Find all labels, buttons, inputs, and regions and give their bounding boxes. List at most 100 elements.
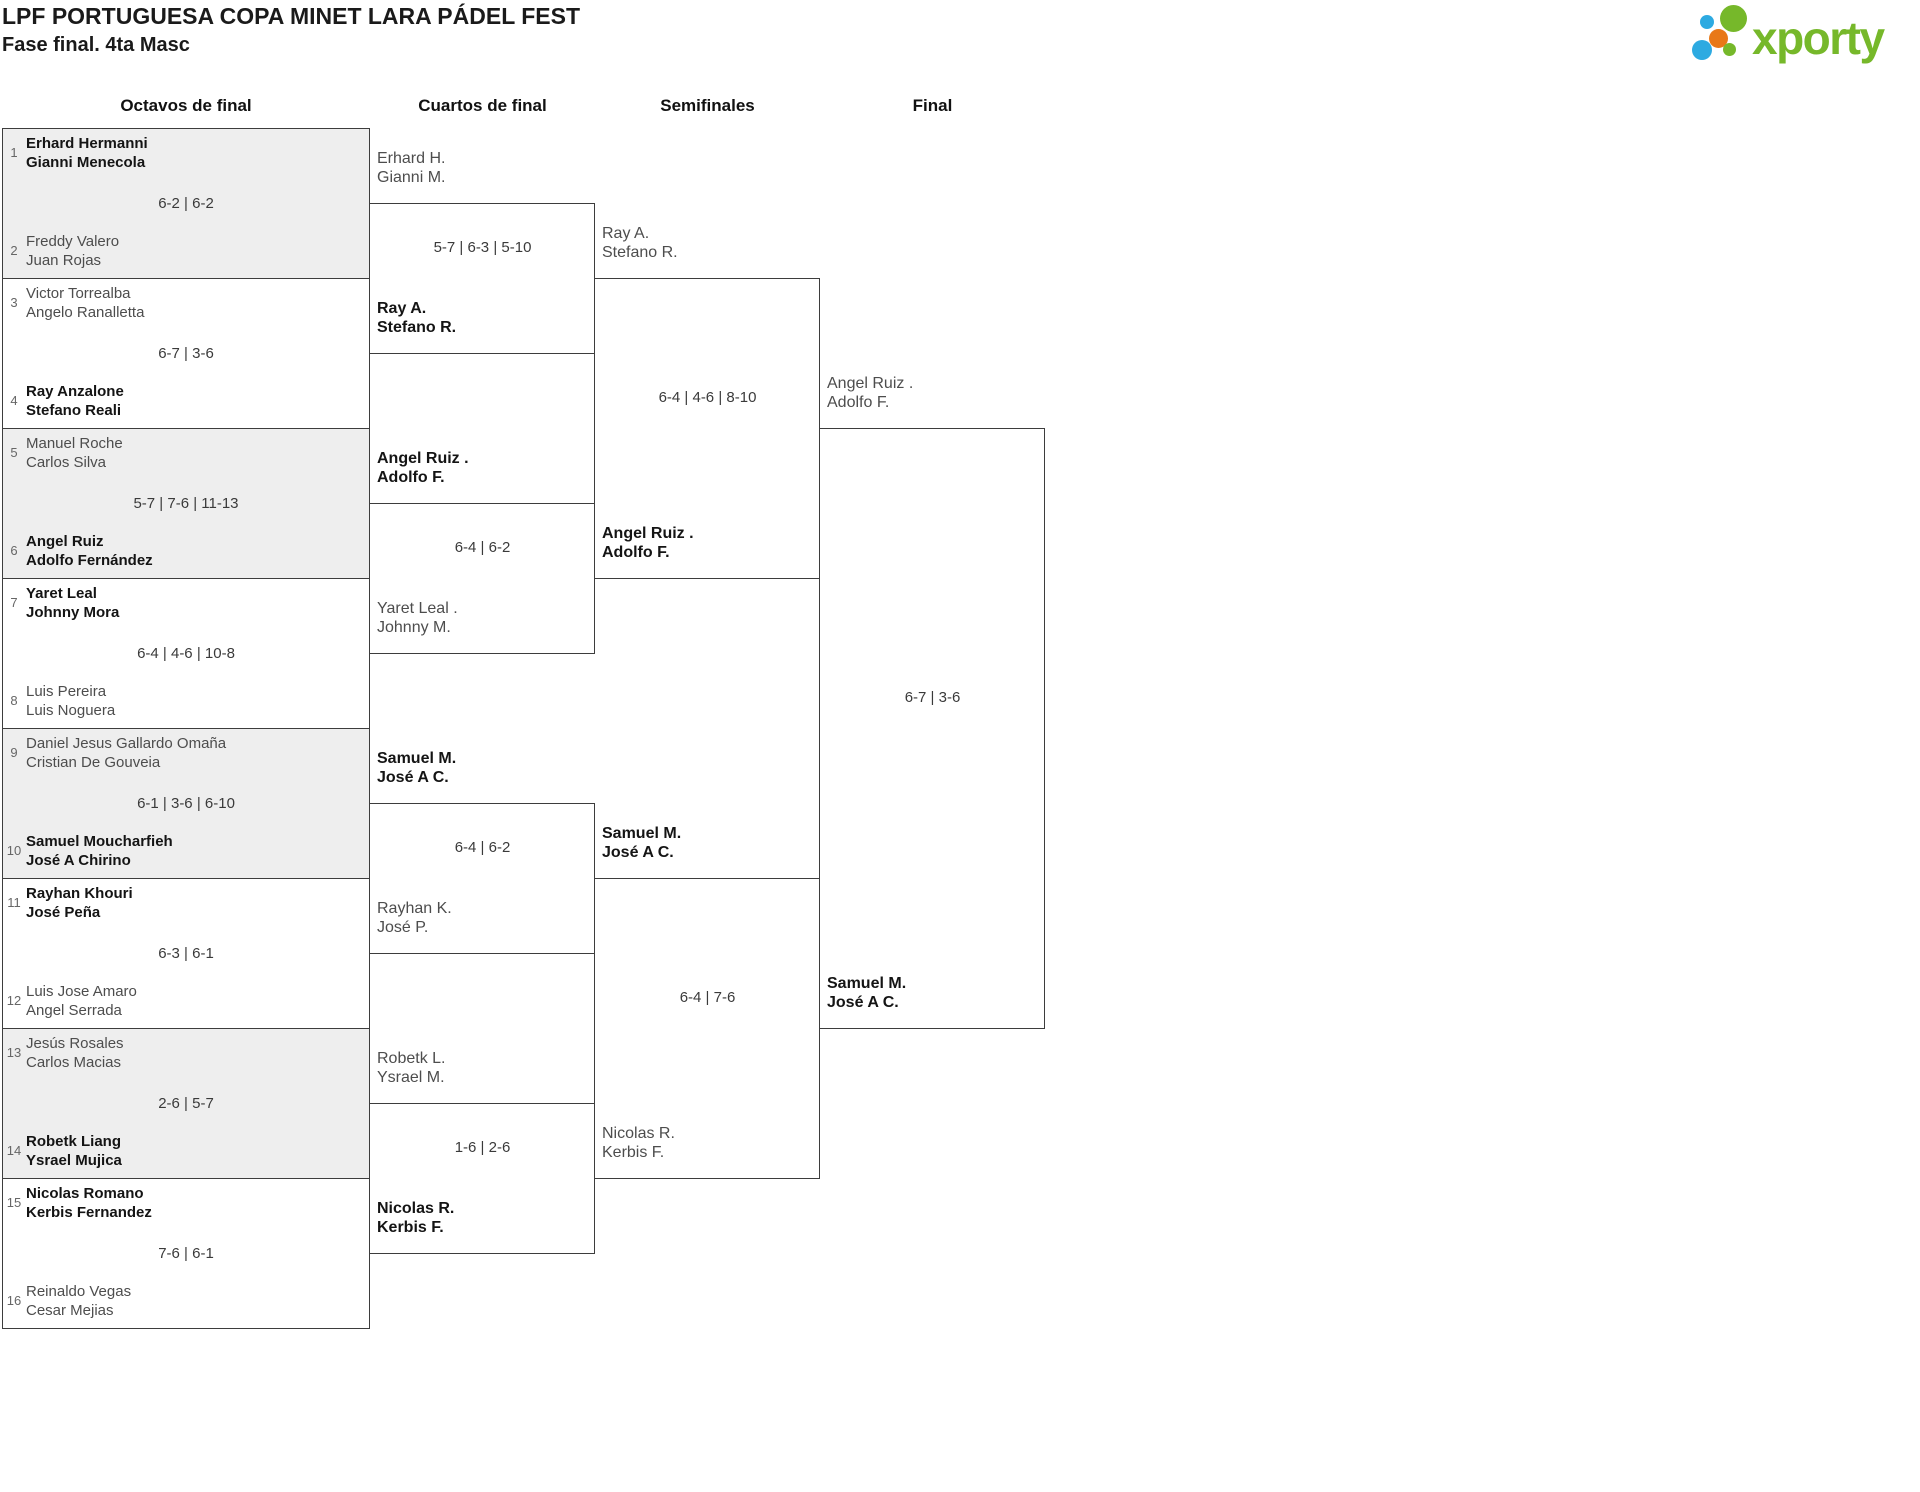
logo-dot-blue-large-icon xyxy=(1692,40,1712,60)
seed-number: 8 xyxy=(10,693,18,708)
match-box-octavos-6 xyxy=(2,878,370,1029)
seed-number: 16 xyxy=(6,1293,22,1308)
player-name: Samuel Moucharfieh xyxy=(26,833,173,850)
round-header-octavos: Octavos de final xyxy=(120,96,252,115)
player-name: Samuel M. xyxy=(827,975,907,992)
player-name: Ysrael Mujica xyxy=(26,1152,122,1169)
player-name: Manuel Roche xyxy=(26,435,123,452)
match-score: 6-4 | 4-6 | 8-10 xyxy=(658,389,757,406)
player-name: Samuel M. xyxy=(602,825,682,842)
team-name: Nicolas R. Kerbis F. xyxy=(377,1199,454,1237)
player-name: Freddy Valero xyxy=(26,233,120,250)
player-name: Robetk L. xyxy=(377,1050,446,1067)
seed-number: 4 xyxy=(10,393,18,408)
team-name: Erhard H. Gianni M. xyxy=(377,149,445,187)
match-score: 6-4 | 6-2 xyxy=(454,539,511,556)
player-name: Rayhan Khouri xyxy=(26,885,133,902)
player-name: Kerbis Fernandez xyxy=(26,1204,152,1221)
team-name: Angel Ruiz .Adolfo F. xyxy=(602,524,694,562)
seed-number: 13 xyxy=(6,1045,22,1060)
team-name: Ray A.Stefano R. xyxy=(377,299,456,337)
player-name: Samuel M. xyxy=(377,750,457,767)
player-name: Cesar Mejias xyxy=(26,1302,114,1319)
player-name: Nicolas R. xyxy=(602,1125,675,1142)
seed-number: 14 xyxy=(6,1143,22,1158)
logo-dot-orange-icon xyxy=(1709,29,1728,48)
player-name: Ray A. xyxy=(602,225,650,242)
match-score: 6-3 | 6-1 xyxy=(158,945,214,962)
player-name: José P. xyxy=(377,919,429,936)
team-name: Nicolas R. Kerbis F. xyxy=(602,1124,675,1162)
player-name: Angel Ruiz . xyxy=(602,525,694,542)
page-title: LPF PORTUGUESA COPA MINET LARA PÁDEL FES… xyxy=(2,3,580,29)
team-name: Samuel M. José A C. xyxy=(377,749,456,787)
player-name: Cristian De Gouveia xyxy=(26,754,161,771)
player-name: Nicolas R. xyxy=(377,1200,455,1217)
player-name: Yaret Leal xyxy=(26,585,97,602)
team-name: Yaret Leal . Johnny M. xyxy=(377,599,458,637)
player-name: Nicolas Romano xyxy=(26,1185,144,1202)
player-name: Ray Anzalone xyxy=(26,383,124,400)
seed-number: 1 xyxy=(10,145,18,160)
player-name: Angel Ruiz . xyxy=(377,450,469,467)
logo-wordmark: xporty xyxy=(1752,12,1885,64)
player-name: Kerbis F. xyxy=(602,1144,665,1161)
player-name: Daniel Jesus Gallardo Omaña xyxy=(26,735,227,752)
player-name: José A C. xyxy=(377,769,449,786)
player-name: Rayhan K. xyxy=(377,900,452,917)
player-name: Reinaldo Vegas xyxy=(26,1283,132,1300)
match-box-octavos-7 xyxy=(2,1028,370,1179)
player-name: Erhard H. xyxy=(377,150,446,167)
player-name: Gianni M. xyxy=(377,169,446,186)
player-name: Adolfo Fernández xyxy=(26,552,153,569)
player-name: Jesús Rosales xyxy=(26,1035,124,1052)
seed-number: 10 xyxy=(6,843,22,858)
match-score: 7-6 | 6-1 xyxy=(158,1245,214,1262)
player-name: Erhard Hermanni xyxy=(26,135,148,152)
player-name: Johnny Mora xyxy=(26,604,120,621)
seed-number: 3 xyxy=(10,295,18,310)
match-score: 6-2 | 6-2 xyxy=(158,195,214,212)
round-header-final: Final xyxy=(912,96,953,115)
match-box-octavos-8 xyxy=(2,1178,370,1329)
match-score: 6-1 | 3-6 | 6-10 xyxy=(137,795,235,812)
logo-dot-blue-small-icon xyxy=(1700,15,1714,29)
player-name: Yaret Leal . xyxy=(377,600,458,617)
player-name: José Peña xyxy=(26,904,101,921)
seed-number: 9 xyxy=(10,745,18,760)
seed-number: 12 xyxy=(6,993,22,1008)
logo-dot-green-small-icon xyxy=(1723,43,1736,56)
match-box-octavos-1 xyxy=(2,128,370,279)
match-score: 6-7 | 3-6 xyxy=(904,689,961,706)
player-name: Luis Noguera xyxy=(26,702,116,719)
team-name: Samuel M.José A C. xyxy=(827,974,906,1012)
match-box-octavos-2 xyxy=(2,278,370,429)
player-name: Carlos Macias xyxy=(26,1054,122,1071)
match-score: 6-4 | 4-6 | 10-8 xyxy=(137,645,235,662)
player-name: José A Chirino xyxy=(26,852,131,869)
player-name: Angelo Ranalletta xyxy=(26,304,145,321)
player-name: Stefano Reali xyxy=(26,402,122,419)
team-name: Robetk L. Ysrael M. xyxy=(377,1049,445,1087)
player-name: Stefano R. xyxy=(602,244,678,261)
match-score: 6-7 | 3-6 xyxy=(158,345,214,362)
page-subtitle: Fase final. 4ta Masc xyxy=(2,34,190,56)
player-name: Ysrael M. xyxy=(377,1069,445,1086)
player-name: Kerbis F. xyxy=(377,1219,444,1236)
player-name: Adolfo F. xyxy=(827,394,890,411)
player-name: Gianni Menecola xyxy=(26,154,146,171)
player-name: Carlos Silva xyxy=(26,454,107,471)
player-name: Luis Pereira xyxy=(26,683,107,700)
player-name: José A C. xyxy=(602,844,674,861)
player-name: Johnny M. xyxy=(377,619,451,636)
seed-number: 7 xyxy=(10,595,18,610)
